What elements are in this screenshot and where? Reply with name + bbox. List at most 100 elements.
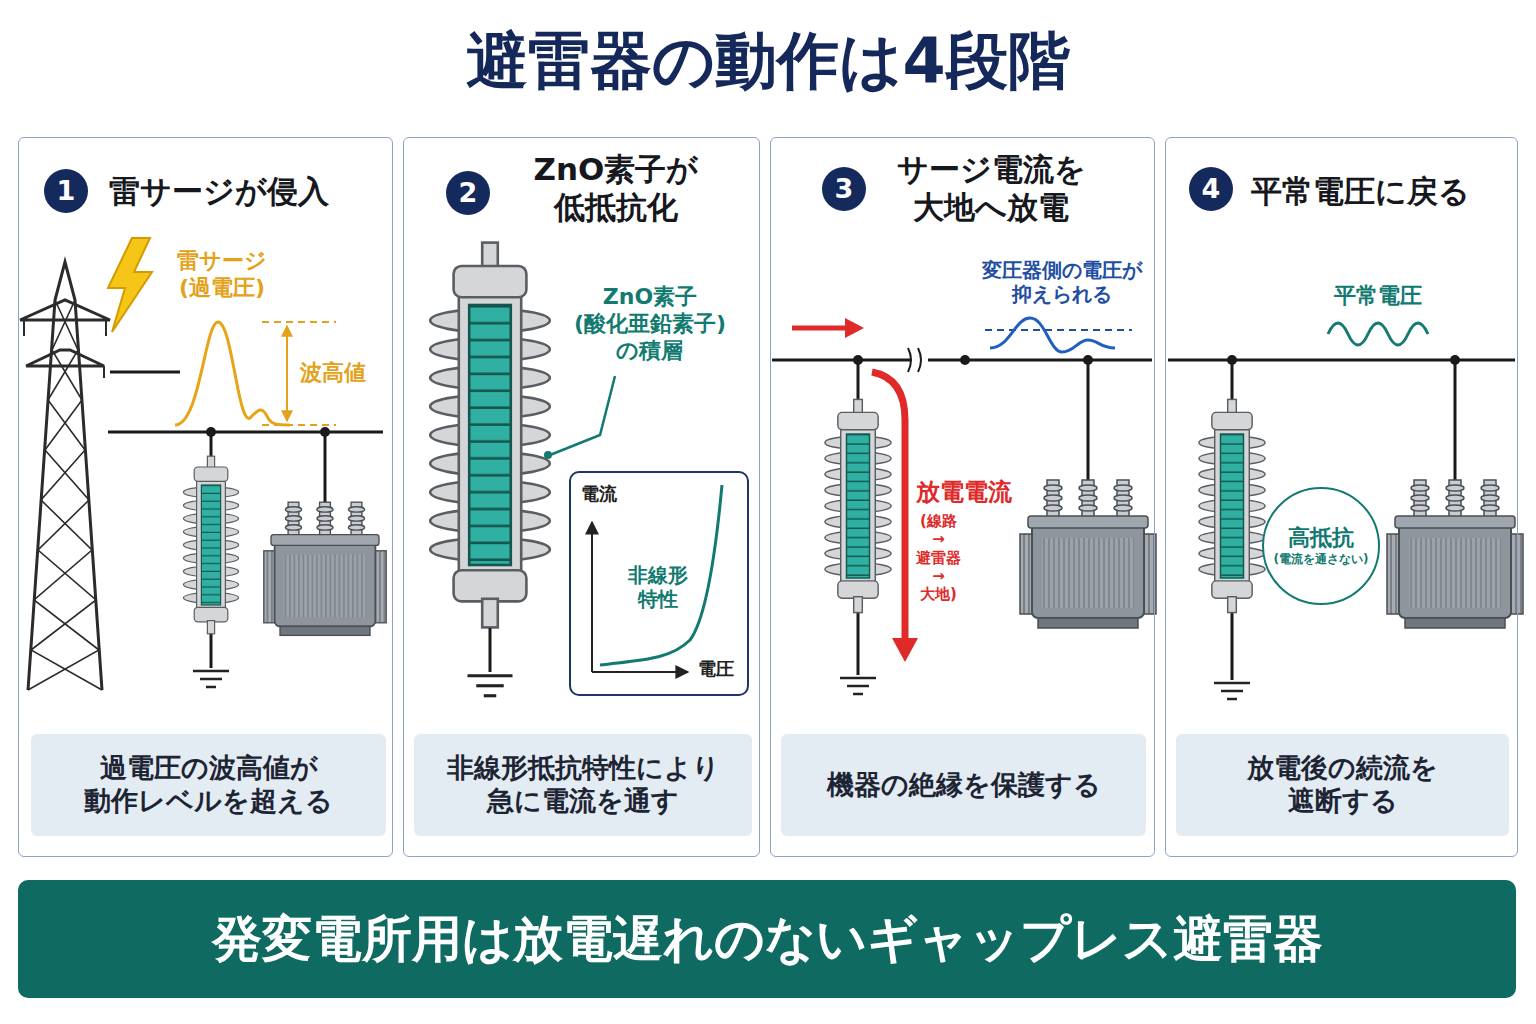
element-label: ZnO素子 (酸化亜鉛素子) の積層 — [574, 284, 726, 364]
note-text: 非線形抵抗特性により 急に電流を通す — [447, 752, 720, 818]
figure-part — [960, 355, 970, 365]
step-note: 過電圧の波高値が 動作レベルを超える — [31, 734, 386, 836]
clamped-wave — [990, 318, 1115, 352]
figure-part — [908, 348, 911, 372]
step-panel: 4 高抵抗(電流を通さない) 放電後の続流を 遮断する 平常電圧に戻る — [1165, 137, 1518, 857]
arrester-symbol — [430, 243, 550, 628]
figure-part — [320, 427, 330, 437]
banner-text: 発変電所用は放電遅れのないギャップレス避雷器 — [212, 909, 1323, 970]
figure-part — [206, 427, 216, 437]
figure-part — [772, 359, 910, 362]
current-path: (線路→避雷器 →大地) — [916, 512, 961, 603]
step-panel: 2電流非線形 特性電圧非線形抵抗特性により 急に電流を通すZnO素子が 低抵抗化 — [403, 137, 760, 857]
step-number-text: 4 — [1202, 173, 1221, 206]
step-note: 放電後の続流を 遮断する — [1176, 734, 1509, 836]
arrester-symbol — [825, 399, 891, 612]
iv-curve — [600, 485, 722, 665]
figure-part — [103, 366, 105, 378]
junction-dot — [1227, 355, 1460, 365]
figure-part — [262, 424, 336, 426]
normal-wave — [1328, 323, 1428, 345]
current-label: 放電電流 — [916, 478, 1012, 507]
note-text: 放電後の続流を 遮断する — [1247, 752, 1438, 818]
step-number-text: 1 — [57, 175, 76, 208]
leader-dot — [544, 451, 552, 459]
state-circle: 高抵抗(電流を通さない) — [1262, 487, 1380, 605]
step-heading: 雷サージが侵入 — [109, 173, 329, 211]
figure-part — [324, 432, 327, 502]
transformer-symbol — [1020, 480, 1156, 628]
note-text: 過電圧の波高値が 動作レベルを超える — [84, 752, 333, 818]
step-heading: 平常電圧に戻る — [1251, 173, 1470, 211]
iv-chart: 電流非線形 特性電圧 — [569, 471, 749, 696]
figure-part — [592, 671, 688, 673]
arrester-symbol — [183, 456, 238, 634]
ground-symbol — [193, 671, 229, 687]
figure-part — [108, 431, 383, 434]
note-text: 機器の絶縁を保護する — [827, 769, 1101, 802]
junction-dot — [206, 427, 330, 437]
step-heading: ZnO素子が 低抵抗化 — [534, 151, 699, 227]
figure-part — [210, 632, 213, 668]
voltage-note: 変圧器側の電圧が 抑えられる — [982, 258, 1142, 307]
discharge-arrowhead — [892, 638, 918, 662]
figure-part — [853, 355, 863, 365]
figure-part — [1450, 355, 1460, 365]
arrester-symbol — [1199, 399, 1265, 612]
figure-part — [28, 262, 102, 690]
step-note: 非線形抵抗特性により 急に電流を通す — [414, 734, 752, 836]
figure-part — [20, 300, 110, 320]
ground-wire — [489, 628, 492, 672]
chart-text: 非線形 特性 — [628, 563, 688, 612]
figure-part — [1168, 359, 1515, 362]
figure-part — [591, 522, 593, 672]
ground-symbol — [468, 676, 513, 696]
figure-part — [286, 326, 288, 421]
junction-dot — [853, 355, 1093, 365]
iv-axes — [592, 522, 688, 672]
summary-banner: 発変電所用は放電遅れのないギャップレス避雷器 — [18, 880, 1516, 998]
figure-part — [1083, 355, 1093, 365]
figure-part — [110, 371, 180, 374]
lightning-bolt — [108, 238, 152, 332]
state-text: 高抵抗 — [1288, 525, 1354, 552]
page-title: 避雷器の動作は4段階 — [466, 22, 1069, 100]
transformer-symbol — [1387, 480, 1523, 628]
figure-part — [1231, 612, 1234, 680]
figure-part — [1454, 360, 1457, 480]
step-number-text: 2 — [459, 177, 478, 210]
figure-part — [918, 348, 921, 372]
figure-part — [1231, 360, 1234, 402]
peak-label: 波高値 — [300, 360, 366, 387]
state-text: (電流を通さない) — [1274, 552, 1369, 567]
ground-symbol — [840, 678, 876, 694]
transmission-tower — [20, 262, 110, 690]
limit-line — [985, 329, 1132, 331]
transformer-symbol — [264, 502, 386, 635]
title-row: 避雷器の動作は4段階 — [0, 22, 1536, 100]
voltage-label: 平常電圧 — [1334, 283, 1422, 310]
chart-text: 電流 — [581, 483, 617, 505]
surge-arrow — [792, 326, 846, 331]
figure-part — [857, 360, 860, 402]
step-note: 機器の絶縁を保護する — [781, 734, 1146, 836]
step-number: 4 — [1189, 167, 1233, 211]
figure-part — [857, 612, 860, 675]
step-number: 2 — [446, 171, 490, 215]
step-number: 3 — [822, 167, 866, 211]
figure-part — [1087, 360, 1090, 480]
step-number: 1 — [44, 169, 88, 213]
surge-label: 雷サージ (過電圧) — [177, 248, 267, 302]
figure-part — [1227, 355, 1237, 365]
figure-part — [23, 320, 25, 336]
leader-line — [550, 376, 615, 455]
figure-part — [105, 320, 107, 336]
step-panel: 1 過電圧の波高値が 動作レベルを超える 雷サージが侵入 — [18, 137, 393, 857]
surge-arrowhead — [845, 318, 864, 338]
surge-wave — [175, 322, 290, 425]
figure-part — [26, 350, 104, 366]
step-heading: サージ電流を 大地へ放電 — [897, 151, 1086, 227]
ground-symbol — [1214, 683, 1250, 699]
step-number-text: 3 — [835, 173, 854, 206]
